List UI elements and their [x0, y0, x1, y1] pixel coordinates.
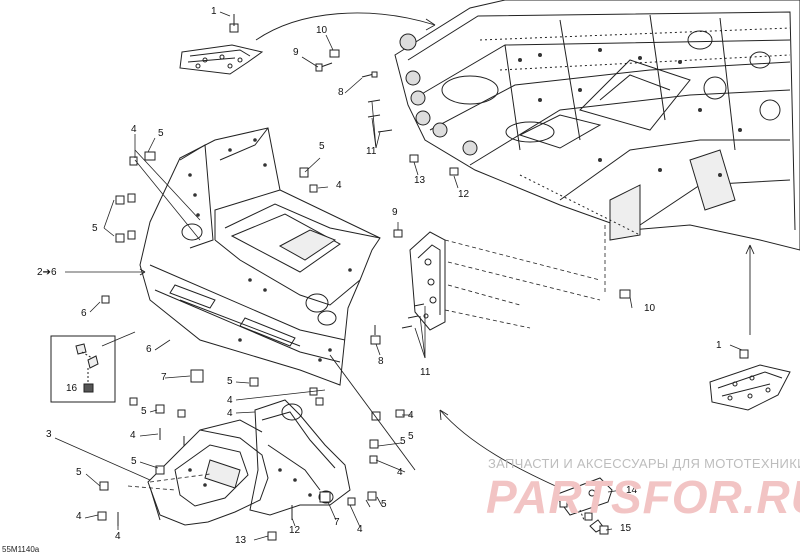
callout-label: 8 — [338, 87, 344, 98]
callout-label: 4 — [397, 467, 403, 478]
callout-label: 4 — [357, 524, 363, 535]
callout-label: 4 — [76, 511, 82, 522]
callout-label: 5 — [76, 467, 82, 478]
callout-label: 9 — [293, 47, 299, 58]
callout-label: 8 — [378, 356, 384, 367]
callout-label: 1 — [716, 340, 722, 351]
front-frame-module — [139, 127, 381, 386]
callout-label: 4 — [115, 531, 121, 542]
lower-frame-assembly — [147, 399, 351, 526]
callout-label: 3 — [46, 429, 52, 440]
callout-label: 13 — [235, 535, 247, 546]
callout-label: 4 — [131, 124, 137, 135]
chassis-frame — [394, 0, 800, 251]
callout-label: 5 — [158, 128, 164, 139]
callout-label: 11 — [366, 146, 377, 157]
callout-label: 15 — [620, 523, 632, 534]
callout-label: 4 — [227, 395, 233, 406]
callout-label: 11 — [420, 367, 431, 378]
side-bracket — [409, 231, 446, 331]
leader-lines — [54, 11, 743, 541]
callout-label: 5 — [408, 431, 414, 442]
callout-label: 14 — [626, 485, 638, 496]
watermark-tagline: ЗАПЧАСТИ И АКСЕССУАРЫ ДЛЯ МОТОТЕХНИКИ — [488, 456, 800, 471]
callout-label: 5 — [381, 499, 387, 510]
callout-label: 5 — [400, 436, 406, 447]
callout-label: 7 — [161, 372, 167, 383]
callout-label: 5 — [141, 406, 147, 417]
alignment-lines — [127, 225, 606, 491]
callout-label: 7 — [334, 517, 340, 528]
watermark-logo: PARTSFOR.RU — [486, 471, 800, 523]
callout-label: 5 — [227, 376, 233, 387]
callout-label: 4 — [336, 180, 342, 191]
callout-label: 5 — [92, 223, 98, 234]
callout-label: 6 — [146, 344, 152, 355]
skid-plate-bottom — [709, 349, 791, 411]
callout-label: 16 — [66, 383, 78, 394]
callout-label: 13 — [414, 175, 426, 186]
callout-label: 1 — [211, 6, 217, 17]
skid-plate-top — [179, 14, 264, 75]
callout-label: 10 — [316, 25, 328, 36]
arrow-26 — [139, 268, 146, 276]
callout-label: 9 — [392, 207, 398, 218]
callout-label: 6 — [81, 308, 87, 319]
drawing-code: 55M1140a — [2, 545, 40, 554]
callout-label: 5 — [131, 456, 137, 467]
callout-label: 5 — [319, 141, 325, 152]
small-bracket — [554, 477, 613, 533]
callout-label: 4 — [408, 410, 414, 421]
callout-label: 12 — [289, 525, 301, 536]
callout-label: 12 — [458, 189, 470, 200]
callout-label: 10 — [644, 303, 656, 314]
callout-label: 4 — [227, 408, 233, 419]
motion-arrows — [255, 12, 755, 489]
callout-label: 2➔6 — [37, 267, 57, 278]
detail-inset — [50, 335, 116, 403]
callout-label: 4 — [130, 430, 136, 441]
